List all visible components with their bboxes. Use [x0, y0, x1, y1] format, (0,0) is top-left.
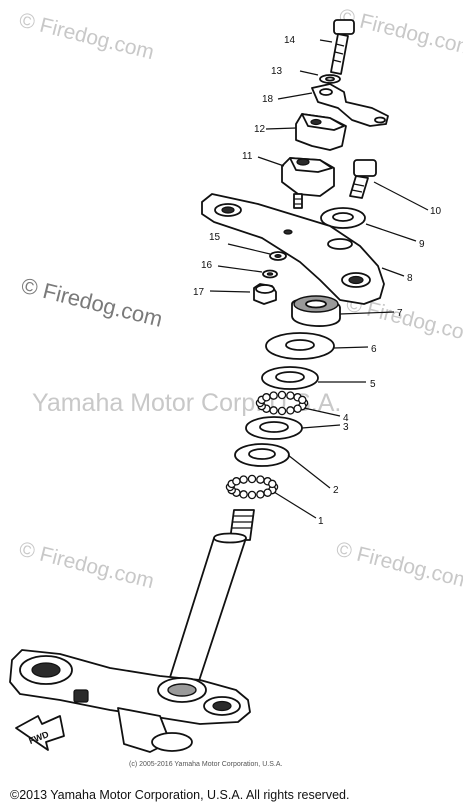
- credit-line: (c) 2005-2016 Yamaha Motor Corporation, …: [129, 761, 282, 768]
- leader-line-7: [339, 311, 395, 315]
- callout-16: 16: [201, 260, 213, 271]
- bearing-ball: [277, 406, 287, 416]
- bearing-ball: [239, 475, 248, 484]
- watermark-yamaha: Yamaha Motor Corp. U.S.A.: [32, 389, 341, 417]
- footer-copyright: ©2013 Yamaha Motor Corporation, U.S.A. A…: [10, 788, 349, 802]
- callout-11: 11: [242, 151, 253, 162]
- callout-5: 5: [370, 379, 376, 390]
- bearing-ball: [286, 406, 295, 415]
- callout-1: 1: [318, 516, 324, 527]
- leader-line-8: [381, 267, 405, 277]
- bearing-ball: [256, 490, 265, 499]
- bearing-ball: [262, 393, 271, 402]
- callout-18: 18: [262, 94, 274, 105]
- bearing-ball: [269, 391, 278, 400]
- watermark-firedog-top-left: © Firedog.com: [17, 9, 156, 65]
- callout-2: 2: [333, 485, 339, 496]
- part-washer-13: [319, 74, 341, 84]
- watermark-firedog-top-right: © Firedog.com: [337, 5, 463, 61]
- callout-12: 12: [254, 124, 266, 135]
- callout-13: 13: [271, 66, 283, 77]
- callout-7: 7: [397, 308, 403, 319]
- bearing-ball: [247, 474, 257, 484]
- part-steering-stem: [9, 509, 255, 753]
- part-washer-15: [269, 251, 287, 261]
- bearing-ball: [277, 390, 287, 400]
- bearing-ball: [232, 477, 241, 486]
- leader-line-18: [277, 92, 313, 100]
- fwd-arrow-icon: FWD: [15, 715, 65, 751]
- watermark-firedog-bottom-right: © Firedog.com: [334, 538, 463, 594]
- leader-line-10: [373, 181, 429, 211]
- leader-line-13: [299, 70, 319, 76]
- leader-line-16: [217, 265, 263, 273]
- callout-10: 10: [430, 206, 442, 217]
- callout-4: 4: [343, 413, 349, 424]
- leader-line-17: [209, 290, 251, 293]
- callout-layer: 14 13 18 12 11 10 9 8 7 6 5 43 2 1 15 16 17: [193, 35, 442, 527]
- leader-line-3: [301, 424, 341, 429]
- part-bolt-14: [330, 19, 355, 75]
- callout-15: 15: [209, 232, 221, 243]
- callout-3: 3: [343, 422, 349, 433]
- callout-14: 14: [284, 35, 296, 46]
- bearing-ball: [298, 395, 307, 405]
- part-balls-1: [225, 474, 279, 500]
- part-race-5: [261, 366, 319, 390]
- part-balls-4: [255, 390, 309, 416]
- part-race-3: [245, 416, 303, 440]
- part-bolt-10: [349, 159, 377, 199]
- part-bracket-18: [311, 83, 389, 127]
- leader-line-2: [287, 454, 331, 489]
- leader-line-1: [273, 491, 317, 519]
- watermark-firedog-bottom-left: © Firedog.com: [17, 538, 156, 594]
- bearing-ball: [247, 490, 257, 500]
- part-holder-lower-11: [281, 157, 335, 209]
- leader-line-4: [303, 407, 341, 417]
- leader-line-14: [319, 39, 333, 43]
- part-holder-upper-12: [295, 113, 347, 151]
- watermark-firedog-side: © Firedog.com: [19, 273, 165, 332]
- bearing-ball: [256, 475, 265, 484]
- part-race-2: [234, 443, 290, 467]
- part-crown-8: [201, 193, 385, 305]
- part-washer-9: [320, 207, 366, 229]
- callout-6: 6: [371, 344, 377, 355]
- leader-line-11: [257, 156, 285, 167]
- leader-line-12: [265, 127, 297, 130]
- leader-line-9: [365, 223, 417, 242]
- part-ring-nut-7: [291, 295, 341, 327]
- bearing-ball: [269, 406, 278, 415]
- leader-line-15: [227, 243, 271, 255]
- part-washer-16: [262, 269, 278, 279]
- bearing-ball: [286, 391, 295, 400]
- callout-17: 17: [193, 287, 205, 298]
- part-cover-6: [265, 332, 335, 360]
- leader-line-6: [333, 346, 369, 349]
- callout-8: 8: [407, 273, 413, 284]
- bearing-ball: [263, 488, 272, 497]
- callout-9: 9: [419, 239, 425, 250]
- part-nut-17: [253, 283, 277, 305]
- bearing-ball: [293, 404, 302, 413]
- watermarks: © Firedog.com © Firedog.com © Firedog.co…: [17, 5, 463, 594]
- bearing-ball: [239, 490, 248, 499]
- bearing-ball: [268, 479, 277, 489]
